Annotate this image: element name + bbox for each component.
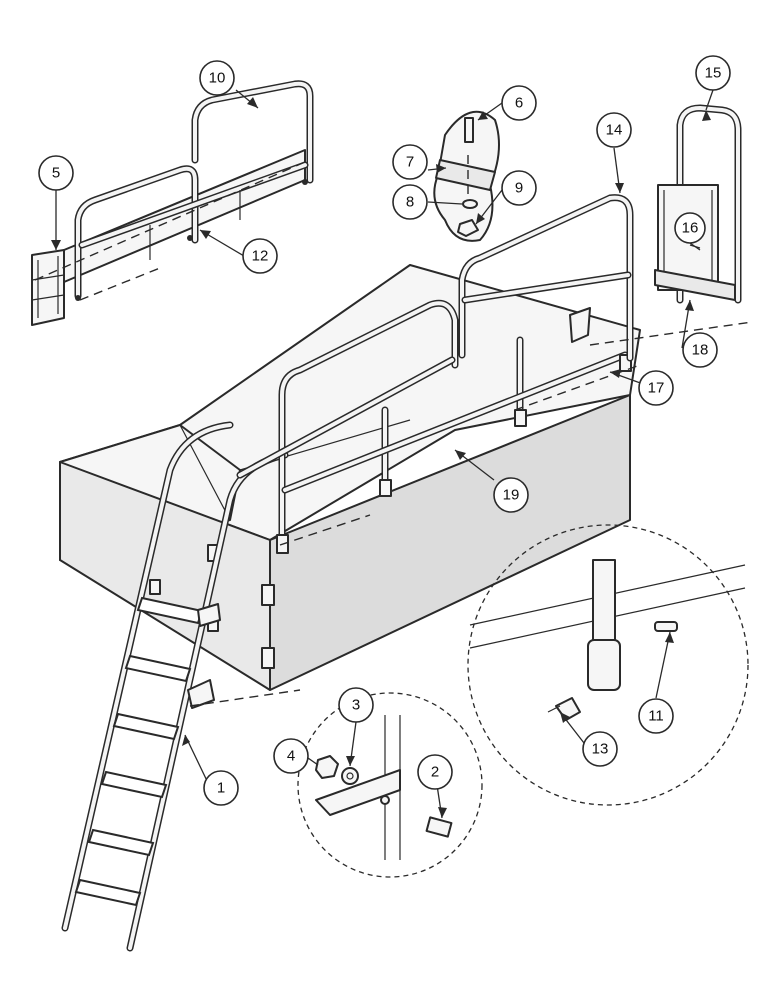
- gate-assembly: [654, 104, 742, 304]
- ladder-step: [124, 654, 192, 683]
- leader-15: [705, 89, 714, 111]
- callout-2-label: 2: [431, 764, 439, 781]
- callout-2: 2: [417, 754, 453, 790]
- detail-view-ladder-mount: [297, 692, 483, 878]
- callout-9-label: 9: [515, 180, 523, 197]
- leader-11: [655, 631, 671, 699]
- main-railing: [236, 299, 632, 554]
- callout-12: 12: [242, 238, 278, 274]
- leader-16: [689, 242, 701, 251]
- ladder-step: [74, 878, 142, 907]
- callout-16: 16: [674, 212, 706, 244]
- callout-11: 11: [638, 698, 674, 734]
- callout-13: 13: [582, 731, 618, 767]
- callout-3-label: 3: [352, 697, 360, 714]
- leader-8: [427, 201, 463, 205]
- callout-15: 15: [695, 55, 731, 91]
- callout-15-label: 15: [705, 65, 722, 82]
- ladder-step: [136, 596, 204, 625]
- leader-1: [184, 734, 210, 786]
- callout-8-label: 8: [406, 194, 414, 211]
- rear-railing: [458, 194, 634, 362]
- callout-4: 4: [273, 738, 309, 774]
- assembly-lines: [34, 155, 753, 707]
- callout-10-label: 10: [209, 70, 226, 87]
- tank-body: [59, 264, 641, 691]
- callout-9: 9: [501, 170, 537, 206]
- callout-16-label: 16: [682, 220, 699, 237]
- callout-3: 3: [338, 687, 374, 723]
- callout-5-label: 5: [52, 165, 60, 182]
- callout-14: 14: [596, 112, 632, 148]
- callout-19-label: 19: [503, 487, 520, 504]
- detail-view-post-socket: [467, 524, 749, 806]
- callout-8: 8: [392, 184, 428, 220]
- callout-12-label: 12: [252, 248, 269, 265]
- callout-18: 18: [682, 332, 718, 368]
- leader-4: [307, 757, 319, 766]
- upper-rail-assembly: [31, 80, 314, 326]
- callout-6: 6: [501, 85, 537, 121]
- ladder-step: [87, 828, 155, 857]
- callout-11-label: 11: [648, 708, 664, 725]
- ladder-step: [100, 770, 168, 799]
- fastener-detail: [433, 110, 500, 242]
- callout-10: 10: [199, 60, 235, 96]
- callout-1-label: 1: [217, 780, 225, 797]
- callout-5: 5: [38, 155, 74, 191]
- callout-4-label: 4: [287, 748, 295, 765]
- callout-1: 1: [203, 770, 239, 806]
- callout-7-label: 7: [406, 154, 414, 171]
- callout-7: 7: [392, 144, 428, 180]
- ladder-step: [112, 712, 180, 741]
- callout-17: 17: [638, 370, 674, 406]
- callout-18-label: 18: [692, 342, 709, 359]
- callout-14-label: 14: [606, 122, 623, 139]
- callout-leaders: [51, 89, 714, 819]
- callout-13-label: 13: [592, 741, 609, 758]
- callout-19: 19: [493, 477, 529, 513]
- callout-17-label: 17: [648, 380, 665, 397]
- callout-6-label: 6: [515, 95, 523, 112]
